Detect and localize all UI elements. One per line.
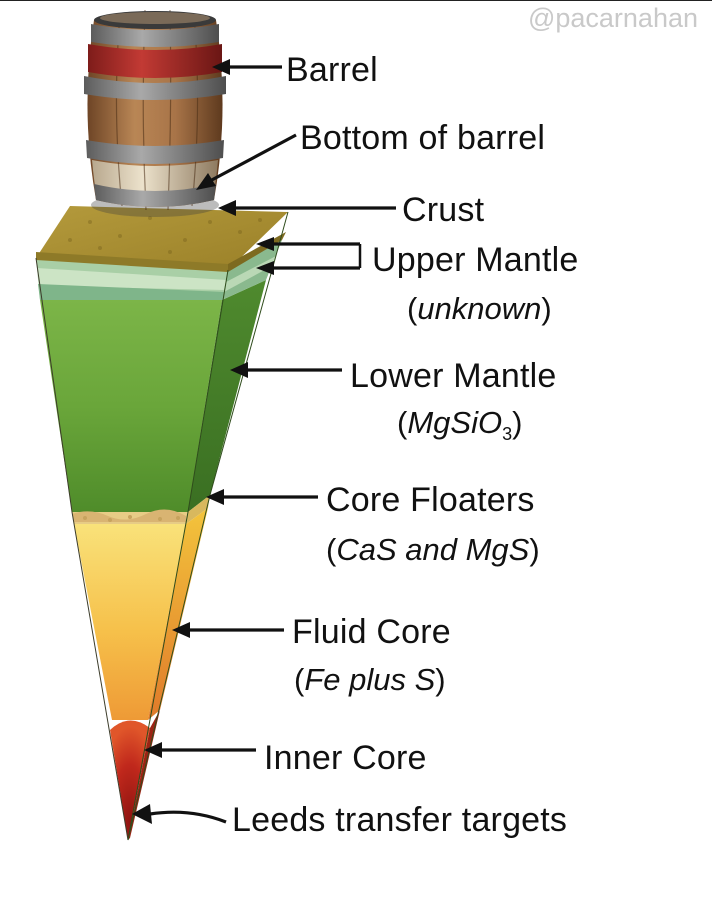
watermark-handle: @pacarnahan	[527, 3, 698, 33]
label-bottom-of-barrel: Bottom of barrel	[300, 119, 546, 157]
note-core-floaters: (CaS and MgS)	[326, 532, 540, 567]
note-upper-mantle: (unknown)	[407, 291, 552, 326]
top-border	[0, 0, 712, 1]
label-barrel: Barrel	[286, 51, 378, 89]
label-inner-core: Inner Core	[264, 739, 427, 777]
label-fluid-core: Fluid Core	[292, 613, 451, 651]
label-upper-mantle: Upper Mantle	[372, 241, 579, 279]
crust-top	[36, 206, 288, 270]
earth-wedge	[35, 206, 289, 841]
note-lower-mantle: (MgSiO3)	[397, 405, 523, 445]
lower-mantle-side	[188, 280, 266, 512]
inner-core	[110, 720, 150, 840]
lower-mantle-front	[40, 300, 222, 512]
label-leeds-transfer-targets: Leeds transfer targets	[232, 801, 568, 839]
label-crust: Crust	[402, 191, 485, 229]
fluid-core-front	[74, 524, 186, 720]
label-lower-mantle: Lower Mantle	[350, 357, 557, 395]
barrel-image	[84, 9, 226, 217]
pointer-arrows	[132, 59, 396, 824]
label-core-floaters: Core Floaters	[326, 481, 535, 519]
note-fluid-core: (Fe plus S)	[294, 662, 446, 697]
fluid-core-side	[148, 508, 208, 720]
